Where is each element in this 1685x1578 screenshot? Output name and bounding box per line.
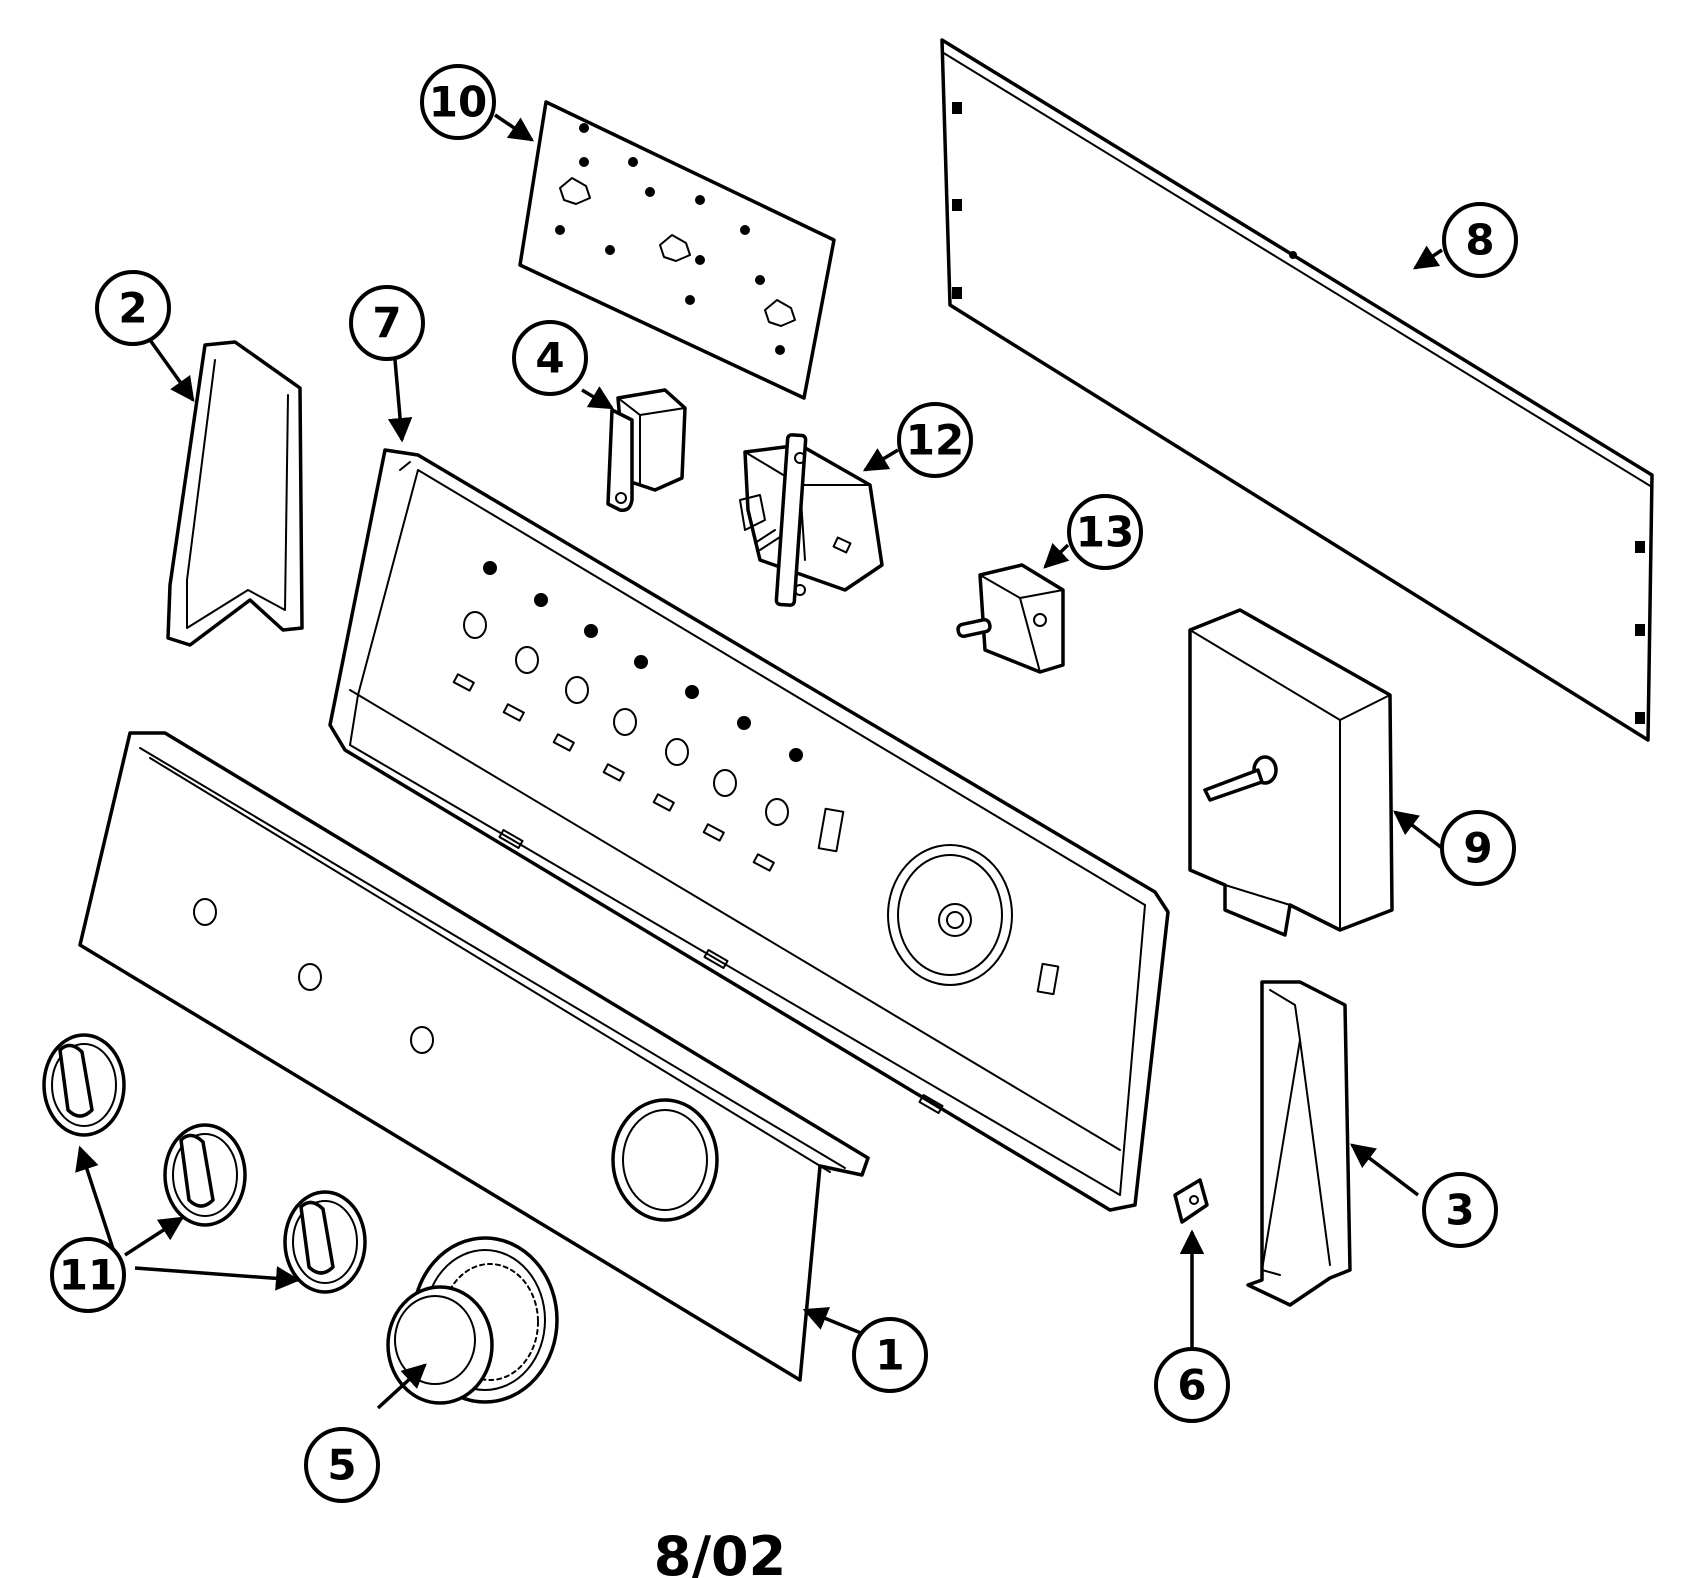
callout-9-label: 9 xyxy=(1463,824,1492,873)
callout-10-label: 10 xyxy=(429,78,487,127)
callout-3: 3 xyxy=(1422,1172,1498,1248)
callout-2: 2 xyxy=(95,270,171,346)
part-10-circuit-board xyxy=(518,100,836,400)
callout-7: 7 xyxy=(349,285,425,361)
callout-8-label: 8 xyxy=(1465,216,1494,265)
callout-1-label: 1 xyxy=(875,1331,904,1380)
callout-8: 8 xyxy=(1442,202,1518,278)
leader-lines xyxy=(75,113,1444,1410)
callout-3-label: 3 xyxy=(1445,1186,1474,1235)
callout-13-label: 13 xyxy=(1076,508,1134,557)
callout-11: 11 xyxy=(50,1237,126,1313)
part-4-switch xyxy=(606,388,687,513)
callout-10: 10 xyxy=(420,64,496,140)
knob-2 xyxy=(163,1123,247,1227)
part-3-right-end-cap xyxy=(1246,980,1352,1307)
part-8-rear-panel xyxy=(940,38,1654,742)
callout-6-label: 6 xyxy=(1177,1361,1206,1410)
callout-9: 9 xyxy=(1440,810,1516,886)
part-1-front-panel xyxy=(78,731,944,1382)
part-9-module-box xyxy=(1188,608,1394,937)
part-13-rotary-switch xyxy=(956,563,1065,674)
callout-13: 13 xyxy=(1067,494,1143,570)
callout-11-label: 11 xyxy=(59,1251,117,1300)
part-2-left-end-cap xyxy=(166,340,304,647)
date-code: 8/02 xyxy=(654,1525,786,1578)
knob-1 xyxy=(42,1033,126,1137)
callout-4-label: 4 xyxy=(535,334,564,383)
part-12-timer-motor xyxy=(739,433,884,607)
callout-4: 4 xyxy=(512,320,588,396)
part-7-control-panel xyxy=(328,448,1170,1212)
part-5-timer-knob xyxy=(386,1236,559,1405)
part-11-knobs xyxy=(42,1033,367,1294)
knob-3 xyxy=(283,1190,367,1294)
callout-7-label: 7 xyxy=(372,299,401,348)
callout-2-label: 2 xyxy=(118,284,147,333)
callout-5: 5 xyxy=(304,1427,380,1503)
callout-6: 6 xyxy=(1154,1347,1230,1423)
callout-12: 12 xyxy=(897,402,973,478)
callout-5-label: 5 xyxy=(327,1441,356,1490)
callout-12-label: 12 xyxy=(906,416,964,465)
callout-1: 1 xyxy=(852,1317,928,1393)
part-6-clip xyxy=(1173,1178,1209,1224)
